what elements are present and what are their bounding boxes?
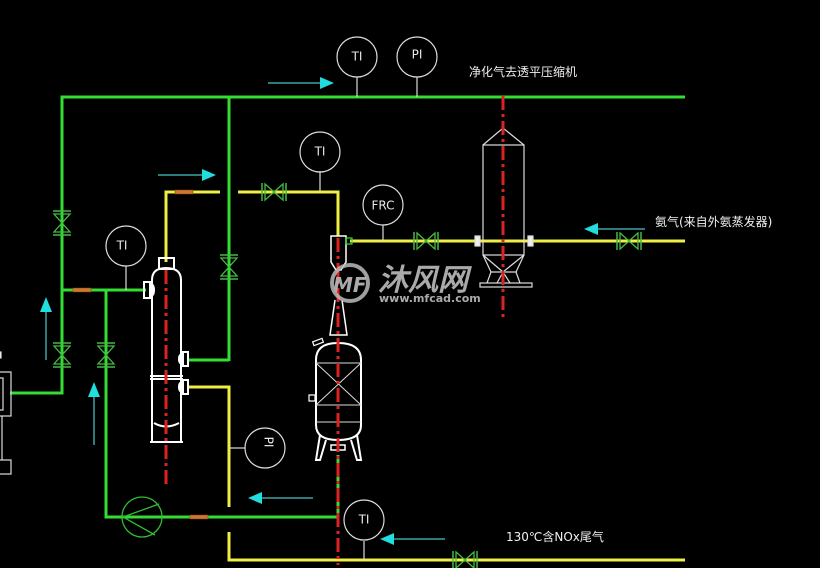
flow-arrow-tail-gas	[380, 533, 445, 545]
instrument-frc[interactable]: FRC	[362, 184, 404, 226]
valve-frc[interactable]	[413, 231, 439, 251]
flow-arrow-pump-up	[88, 382, 100, 445]
label-tail-gas-inlet: 130℃含NOx尾气	[506, 529, 604, 544]
valve-left-lower[interactable]	[52, 342, 72, 368]
watermark-logo-icon	[330, 263, 370, 303]
flow-arrow-absorber-top	[158, 169, 216, 181]
instrument-tag: FRC	[371, 199, 394, 213]
flow-arrow-ammonia	[584, 223, 645, 235]
yellow-pipes	[164, 190, 685, 562]
pipe-top-header	[60, 95, 685, 375]
flow-arrow-top	[268, 77, 334, 89]
valve-mixer-inlet[interactable]	[261, 182, 287, 202]
watermark-logo: MF	[333, 273, 367, 297]
left-edge-equipment	[0, 351, 12, 475]
instrument-pi-bottom[interactable]: PI	[244, 427, 286, 469]
green-pipes	[10, 95, 685, 519]
pipe-left-inlet	[10, 372, 64, 395]
flow-arrow-left-up	[40, 297, 52, 360]
watermark: MF 沐风网 www.mfcad.com	[330, 263, 481, 305]
instrument-tag: PI	[412, 48, 423, 62]
instrument-ti-left[interactable]: TI	[105, 225, 147, 267]
watermark-name: 沐风网	[378, 263, 472, 298]
valve-ammonia[interactable]	[616, 231, 642, 251]
circulation-pump[interactable]	[121, 496, 163, 538]
mixer-reactor[interactable]	[308, 235, 363, 461]
instrument-tag: TI	[351, 50, 363, 64]
instrument-tag: PI	[262, 437, 276, 448]
instrument-pi-top[interactable]: PI	[396, 36, 438, 78]
instrument-ti-mid[interactable]: TI	[299, 131, 341, 173]
valve-left-upper[interactable]	[52, 210, 72, 236]
spool-pieces	[72, 189, 209, 520]
valve-bypass[interactable]	[219, 254, 239, 280]
label-top-outlet: 净化气去透平压缩机	[469, 64, 577, 79]
label-ammonia-inlet: 氨气(来自外氨蒸发器)	[655, 214, 772, 229]
absorber-column[interactable]	[143, 257, 189, 443]
flow-arrows	[40, 77, 645, 545]
instrument-ti-bottom[interactable]: TI	[343, 499, 385, 541]
instrument-ti-top[interactable]: TI	[336, 36, 378, 78]
pipe-pump-loop	[104, 290, 340, 519]
pipe-absorber-top-out	[164, 190, 220, 262]
instruments	[125, 77, 418, 560]
pipe-to-mixer	[238, 190, 340, 236]
valve-pump-line[interactable]	[96, 342, 116, 368]
centerlines	[164, 96, 505, 565]
valve-tail-gas[interactable]	[452, 550, 478, 568]
instrument-tag: TI	[116, 239, 128, 253]
watermark-url: www.mfcad.com	[379, 292, 481, 305]
pipe-absorber-bottom-out	[188, 385, 231, 507]
instrument-tag: TI	[314, 145, 326, 159]
instrument-tag: TI	[358, 513, 370, 527]
pipe-tail-gas	[227, 532, 685, 562]
flow-arrow-bottom-left	[248, 492, 313, 504]
